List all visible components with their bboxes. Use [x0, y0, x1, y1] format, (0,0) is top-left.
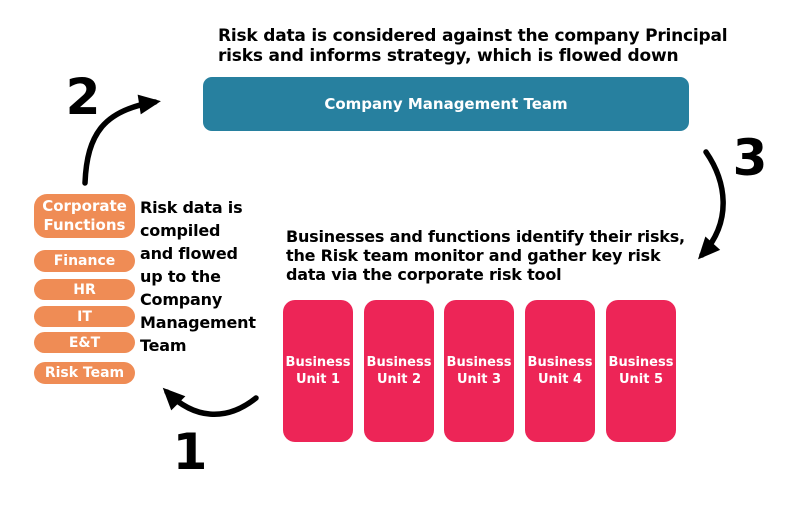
company-management-bar-label: Company Management Team: [324, 95, 568, 113]
step-number-1: 1: [172, 423, 208, 481]
step-number-2: 2: [65, 68, 101, 126]
arrow-step-3: [697, 149, 726, 260]
function-box-hr: HR: [34, 279, 135, 300]
business-unit-box-3: Business Unit 3: [444, 300, 514, 442]
business-unit-box-2: Business Unit 2: [364, 300, 434, 442]
top-flow-caption: Risk data is considered against the comp…: [218, 26, 728, 66]
left-flow-caption: Risk data is compiled and flowed up to t…: [140, 198, 256, 355]
company-management-bar: Company Management Team: [203, 77, 689, 131]
arrow-step-1: [162, 387, 259, 418]
business-unit-box-5: Business Unit 5: [606, 300, 676, 442]
business-unit-box-1: Business Unit 1: [283, 300, 353, 442]
function-box-it: IT: [34, 306, 135, 327]
step-number-3: 3: [732, 129, 768, 187]
function-box-finance: Finance: [34, 250, 135, 272]
right-flow-caption: Businesses and functions identify their …: [286, 227, 685, 284]
business-unit-box-4: Business Unit 4: [525, 300, 595, 442]
function-box-corporate-functions: Corporate Functions: [34, 194, 135, 238]
function-box-risk-team: Risk Team: [34, 362, 135, 384]
function-box-et: E&T: [34, 332, 135, 353]
